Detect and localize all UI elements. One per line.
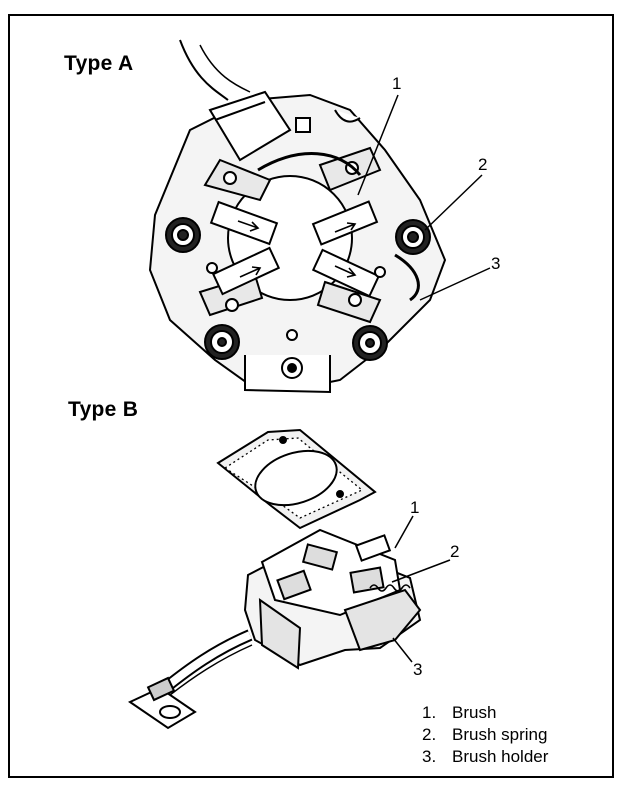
figure-frame	[8, 14, 614, 778]
type-b-callout-1: 1	[410, 498, 420, 517]
legend-number: 3.	[422, 747, 437, 766]
type-a-callout-2: 2	[478, 155, 488, 174]
type-a-brush-2	[311, 200, 379, 246]
type-b-callout-3: 3	[413, 660, 423, 679]
legend-item: 3. Brush holder	[422, 746, 548, 768]
type-a-terminal-block	[208, 90, 311, 162]
type-a-callout-lines	[357, 94, 491, 301]
type-a-title: Type A	[64, 52, 134, 75]
legend-item: 2. Brush spring	[422, 724, 548, 746]
type-b-terminal-lug	[127, 676, 197, 730]
type-a-brush-spring-right	[395, 219, 431, 255]
type-a-brush-1	[209, 200, 279, 246]
type-b-callout-lines	[391, 515, 451, 663]
type-a-lead-wire	[179, 39, 229, 101]
legend-label: Brush holder	[452, 747, 549, 766]
type-b-brush-spring	[369, 584, 411, 592]
legend-number: 1.	[422, 703, 437, 722]
legend-label: Brush	[452, 703, 497, 722]
type-a-brush-spring-bottom-right	[352, 325, 388, 361]
type-a-brush-spring-bottom-left	[204, 324, 240, 360]
type-b-callout-2: 2	[450, 542, 460, 561]
type-b-gasket-plate	[216, 428, 377, 530]
legend-item: 1. Brush	[422, 702, 548, 724]
legend-label: Brush spring	[452, 725, 548, 744]
type-a-callout-3: 3	[491, 254, 501, 273]
type-a-brush-holder-drawing	[148, 39, 447, 394]
type-a-brush-spring-left	[165, 217, 201, 253]
parts-legend: 1. Brush 2. Brush spring 3. Brush holder	[422, 702, 548, 768]
type-b-brush-holder-drawing	[127, 428, 422, 730]
type-b-brush	[354, 534, 392, 562]
type-b-lead-wire	[161, 629, 253, 696]
type-a-brush-3	[211, 246, 281, 296]
type-b-holder-body	[243, 528, 422, 670]
type-a-callout-1: 1	[392, 74, 402, 93]
legend-number: 2.	[422, 725, 437, 744]
type-b-title: Type B	[68, 398, 139, 421]
type-a-brush-4	[311, 248, 381, 298]
